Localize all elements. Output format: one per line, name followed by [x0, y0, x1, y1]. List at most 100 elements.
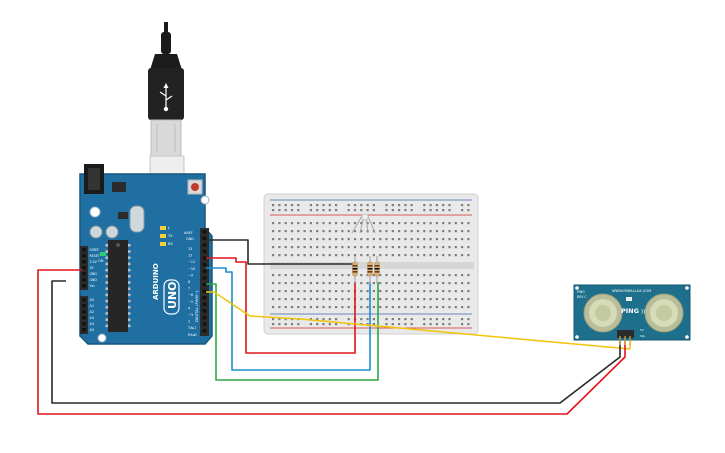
breadboard-hole[interactable]	[366, 318, 369, 321]
breadboard-hole[interactable]	[379, 290, 382, 293]
breadboard-hole[interactable]	[328, 306, 331, 309]
breadboard-hole[interactable]	[385, 323, 388, 326]
breadboard-hole[interactable]	[284, 298, 287, 301]
breadboard-hole[interactable]	[328, 246, 331, 249]
breadboard-hole[interactable]	[385, 209, 388, 212]
breadboard-hole[interactable]	[404, 238, 407, 241]
breadboard-hole[interactable]	[328, 282, 331, 285]
breadboard-hole[interactable]	[467, 323, 470, 326]
breadboard-hole[interactable]	[341, 282, 344, 285]
arduino-uno-board[interactable]: L TX RX ON ARDUINO UNO 1312~11~10~987~6~…	[79, 164, 213, 345]
breadboard-hole[interactable]	[435, 298, 438, 301]
breadboard-hole[interactable]	[467, 238, 470, 241]
breadboard-hole[interactable]	[290, 282, 294, 285]
breadboard-hole[interactable]	[335, 209, 338, 212]
breadboard-hole[interactable]	[410, 222, 413, 225]
breadboard-hole[interactable]	[454, 298, 457, 301]
wire-green-led[interactable]	[206, 282, 379, 381]
breadboard-hole[interactable]	[448, 298, 451, 301]
breadboard-hole[interactable]	[335, 290, 338, 293]
breadboard-hole[interactable]	[366, 290, 369, 293]
breadboard-hole[interactable]	[423, 246, 426, 249]
breadboard-hole[interactable]	[454, 290, 457, 293]
breadboard-hole[interactable]	[467, 204, 470, 207]
breadboard-hole[interactable]	[353, 230, 357, 233]
breadboard-hole[interactable]	[442, 238, 445, 241]
breadboard-hole[interactable]	[303, 282, 306, 285]
breadboard-hole[interactable]	[385, 204, 388, 207]
breadboard-hole[interactable]	[423, 209, 426, 212]
breadboard-hole[interactable]	[416, 306, 420, 309]
breadboard-hole[interactable]	[272, 318, 275, 321]
breadboard-hole[interactable]	[309, 323, 312, 326]
breadboard-hole[interactable]	[448, 318, 451, 321]
resistors[interactable]	[352, 256, 380, 284]
breadboard-hole[interactable]	[328, 318, 331, 321]
breadboard-hole[interactable]	[278, 209, 281, 212]
wire-blue-led[interactable]	[206, 267, 371, 371]
breadboard-hole[interactable]	[461, 274, 464, 277]
breadboard-hole[interactable]	[435, 290, 438, 293]
header-pin-hole[interactable]	[202, 315, 207, 320]
breadboard-hole[interactable]	[372, 254, 375, 257]
breadboard-hole[interactable]	[278, 323, 281, 326]
breadboard-hole[interactable]	[366, 306, 369, 309]
breadboard-hole[interactable]	[385, 298, 388, 301]
breadboard-hole[interactable]	[328, 204, 331, 207]
breadboard-hole[interactable]	[347, 290, 350, 293]
breadboard-hole[interactable]	[335, 298, 338, 301]
breadboard-hole[interactable]	[284, 290, 287, 293]
breadboard-hole[interactable]	[309, 209, 312, 212]
breadboard-hole[interactable]	[322, 238, 325, 241]
header-pin-hole[interactable]	[202, 263, 207, 267]
breadboard-hole[interactable]	[461, 254, 464, 257]
breadboard-hole[interactable]	[335, 230, 338, 233]
breadboard-hole[interactable]	[360, 306, 363, 309]
breadboard-hole[interactable]	[297, 282, 300, 285]
breadboard-hole[interactable]	[347, 238, 350, 241]
breadboard-hole[interactable]	[448, 254, 451, 257]
breadboard-hole[interactable]	[366, 246, 369, 249]
breadboard-hole[interactable]	[461, 204, 464, 207]
breadboard-hole[interactable]	[303, 290, 306, 293]
breadboard-hole[interactable]	[398, 222, 401, 225]
breadboard-hole[interactable]	[272, 323, 275, 326]
header-pin-hole[interactable]	[82, 284, 86, 288]
breadboard-hole[interactable]	[284, 282, 287, 285]
breadboard-hole[interactable]	[391, 222, 394, 225]
breadboard-hole[interactable]	[372, 222, 375, 225]
breadboard-hole[interactable]	[442, 209, 445, 212]
breadboard-hole[interactable]	[404, 230, 407, 233]
breadboard-hole[interactable]	[309, 238, 312, 241]
breadboard-hole[interactable]	[309, 290, 312, 293]
breadboard-hole[interactable]	[303, 230, 306, 233]
header-pin-hole[interactable]	[82, 266, 86, 270]
breadboard-hole[interactable]	[429, 274, 432, 277]
breadboard-hole[interactable]	[404, 246, 407, 249]
breadboard-hole[interactable]	[372, 204, 375, 207]
breadboard-hole[interactable]	[442, 290, 445, 293]
breadboard-hole[interactable]	[347, 318, 350, 321]
header-pin-hole[interactable]	[202, 289, 207, 293]
breadboard-hole[interactable]	[398, 246, 401, 249]
breadboard-hole[interactable]	[385, 230, 388, 233]
breadboard-hole[interactable]	[335, 274, 338, 277]
breadboard-hole[interactable]	[467, 246, 470, 249]
breadboard-hole[interactable]	[404, 318, 407, 321]
wire-gnd-breadboard[interactable]	[206, 239, 355, 265]
breadboard-hole[interactable]	[341, 238, 344, 241]
breadboard-hole[interactable]	[410, 282, 413, 285]
breadboard-hole[interactable]	[372, 323, 375, 326]
breadboard-hole[interactable]	[442, 204, 445, 207]
breadboard-hole[interactable]	[347, 254, 350, 257]
header-pin-hole[interactable]	[202, 282, 207, 287]
breadboard-hole[interactable]	[347, 274, 350, 277]
breadboard-hole[interactable]	[360, 282, 363, 285]
breadboard-hole[interactable]	[416, 282, 420, 285]
breadboard-hole[interactable]	[429, 323, 432, 326]
breadboard-hole[interactable]	[410, 246, 413, 249]
breadboard-hole[interactable]	[341, 298, 344, 301]
breadboard-hole[interactable]	[272, 246, 275, 249]
breadboard-hole[interactable]	[442, 298, 445, 301]
breadboard-hole[interactable]	[316, 282, 319, 285]
